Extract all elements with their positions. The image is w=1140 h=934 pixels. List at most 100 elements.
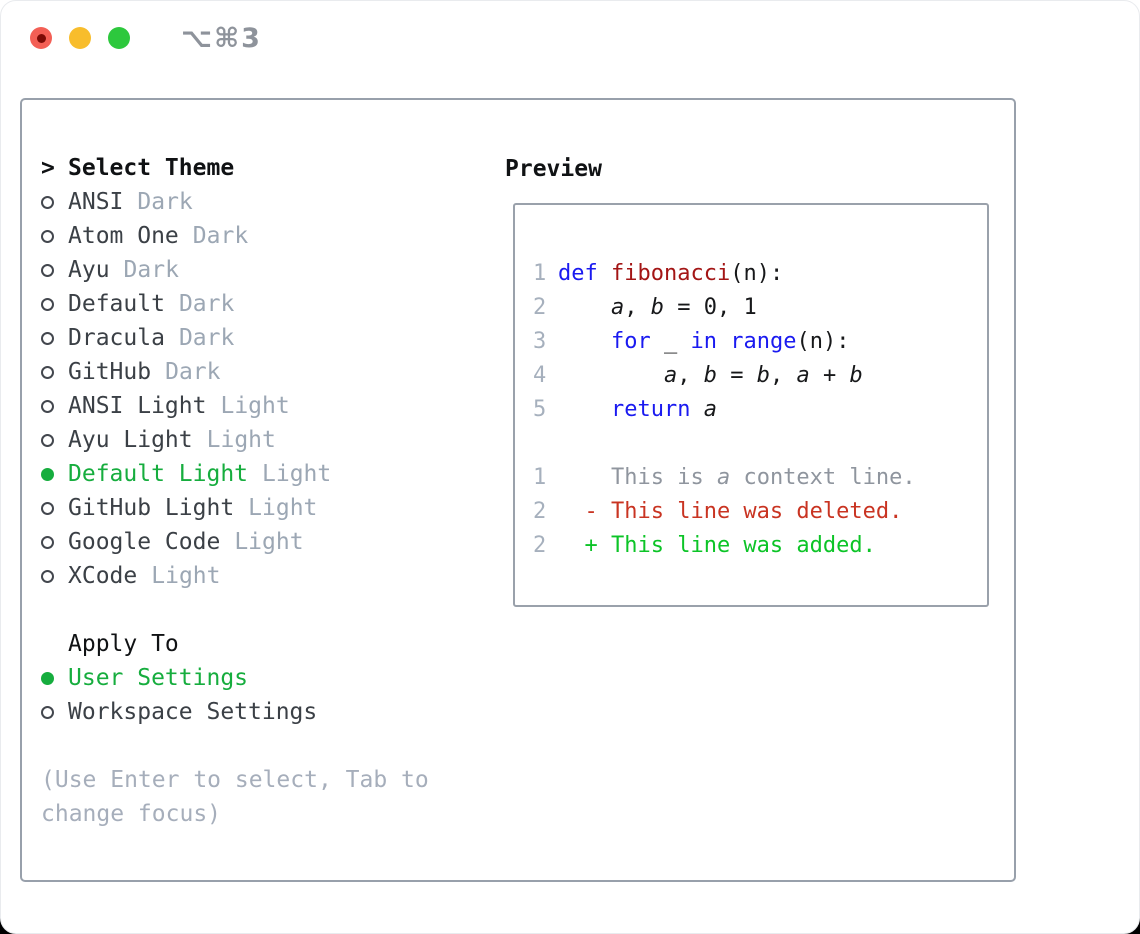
zoom-button[interactable] <box>108 27 130 49</box>
option-tag: Dark <box>123 257 179 283</box>
preview-line: 5 return a <box>533 392 987 426</box>
option-label: GitHub <box>68 359 152 385</box>
preview-line <box>533 426 987 460</box>
line-number: 2 <box>533 532 547 558</box>
line-content: - This line was deleted. <box>558 498 903 524</box>
theme-option-ayu-light[interactable]: Ayu Light Light <box>41 423 486 457</box>
option-tag: Dark <box>178 325 235 351</box>
radio-icon <box>41 331 54 345</box>
theme-option-ansi-light[interactable]: ANSI Light Light <box>41 389 486 423</box>
apply-option-user-settings[interactable]: User Settings <box>41 661 486 695</box>
option-label: Atom One <box>68 223 179 249</box>
option-tag: Light <box>220 393 290 419</box>
line-content: a, b = b, a + b <box>663 362 863 388</box>
option-tag: Dark <box>178 291 235 317</box>
option-tag: Dark <box>165 359 221 385</box>
option-tag: Light <box>262 461 332 487</box>
option-label: Default Light <box>68 461 249 487</box>
option-tag: Light <box>206 427 276 453</box>
keyboard-hint: (Use Enter to select, Tab to change focu… <box>41 767 429 827</box>
radio-icon <box>41 569 54 583</box>
radio-icon <box>41 297 54 311</box>
option-label: GitHub Light <box>68 495 235 521</box>
line-number: 2 <box>533 498 547 524</box>
theme-option-dracula[interactable]: Dracula Dark <box>41 321 486 355</box>
line-content: return a <box>610 396 717 422</box>
option-label: Dracula <box>68 325 165 351</box>
line-content: a, b = 0, 1 <box>610 294 757 320</box>
preview-line: 1 def fibonacci(n): <box>533 256 987 290</box>
option-label: Default <box>68 291 165 317</box>
apply-option-workspace-settings[interactable]: Workspace Settings <box>41 695 486 729</box>
option-label: Ayu Light <box>68 427 193 453</box>
option-label: User Settings <box>68 665 249 691</box>
option-label: Workspace Settings <box>68 699 318 725</box>
preview-line: 2 - This line was deleted. <box>533 494 987 528</box>
spacer <box>41 593 486 627</box>
theme-option-github-light[interactable]: GitHub Light Light <box>41 491 486 525</box>
line-number: 3 <box>533 328 547 354</box>
option-label: ANSI Light <box>68 393 207 419</box>
theme-option-default[interactable]: Default Dark <box>41 287 486 321</box>
line-content: def fibonacci(n): <box>558 260 784 286</box>
theme-option-google-code[interactable]: Google Code Light <box>41 525 486 559</box>
line-number: 5 <box>533 396 547 422</box>
preview-line: 2 + This line was added. <box>533 528 987 562</box>
theme-option-ansi[interactable]: ANSI Dark <box>41 185 486 219</box>
radio-icon <box>41 535 54 549</box>
option-label: XCode <box>68 563 138 589</box>
line-number: 4 <box>533 362 547 388</box>
select-theme-header-row: > Select Theme <box>41 151 486 185</box>
radio-icon <box>41 263 54 277</box>
preview-title: Preview <box>505 156 602 182</box>
theme-option-github[interactable]: GitHub Dark <box>41 355 486 389</box>
radio-icon <box>41 365 54 379</box>
close-dot-icon <box>36 33 46 43</box>
theme-option-atom-one[interactable]: Atom One Dark <box>41 219 486 253</box>
line-content: + This line was added. <box>558 532 876 558</box>
theme-option-default-light[interactable]: Default Light Light <box>41 457 486 491</box>
radio-icon <box>41 229 54 243</box>
spacer <box>41 729 486 763</box>
radio-icon <box>41 705 54 719</box>
option-tag: Dark <box>192 223 249 249</box>
line-number: 1 <box>533 464 547 490</box>
option-tag: Light <box>248 495 318 521</box>
window-title: ⌥⌘3 <box>181 22 262 54</box>
option-label: Ayu <box>68 257 110 283</box>
radio-icon <box>41 399 54 413</box>
preview-line: 1 This is a context line. <box>533 460 987 494</box>
preview-line: 4 a, b = b, a + b <box>533 358 987 392</box>
option-tag: Light <box>151 563 221 589</box>
line-number: 1 <box>533 260 547 286</box>
apply-to-title: Apply To <box>68 631 179 657</box>
option-label: ANSI <box>68 189 124 215</box>
preview-line: 2 a, b = 0, 1 <box>533 290 987 324</box>
radio-icon <box>41 501 54 515</box>
minimize-button[interactable] <box>69 27 91 49</box>
line-number: 2 <box>533 294 547 320</box>
select-theme-title: Select Theme <box>68 155 235 181</box>
option-tag: Light <box>234 529 304 555</box>
radio-icon <box>41 195 54 209</box>
radio-icon <box>41 433 54 447</box>
close-button[interactable] <box>30 27 52 49</box>
titlebar: ⌥⌘3 <box>1 1 1139 75</box>
option-tag: Dark <box>137 189 193 215</box>
radio-selected-icon <box>41 467 54 481</box>
preview-line: 3 for _ in range(n): <box>533 324 987 358</box>
line-content: This is a context line. <box>558 464 916 490</box>
apply-to-header-row: Apply To <box>41 627 486 661</box>
theme-option-ayu[interactable]: Ayu Dark <box>41 253 486 287</box>
radio-selected-icon <box>41 671 54 685</box>
theme-option-xcode[interactable]: XCode Light <box>41 559 486 593</box>
option-label: Google Code <box>68 529 221 555</box>
prompt-icon: > <box>41 155 55 181</box>
